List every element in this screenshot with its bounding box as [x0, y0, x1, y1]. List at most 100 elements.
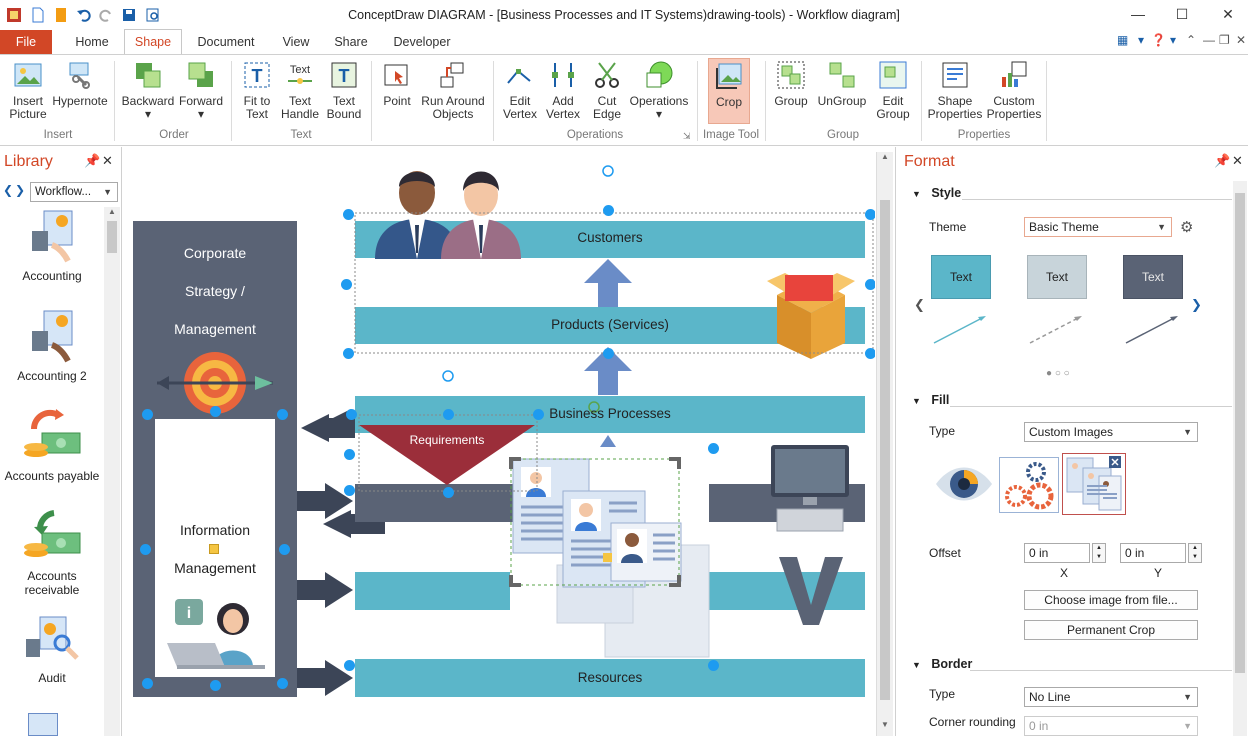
theme-page-dots[interactable]: ● ○ ○	[1046, 368, 1070, 379]
scroll-down-icon[interactable]: ▼	[881, 720, 889, 729]
library-item-accounts-payable[interactable]: Accounts payable	[0, 407, 104, 483]
offset-x-input[interactable]: 0 in	[1024, 543, 1090, 563]
print-preview-icon[interactable]	[145, 7, 161, 23]
library-item-partial[interactable]	[28, 713, 58, 736]
v-shape[interactable]	[779, 557, 843, 625]
library-item-accounts-receivable[interactable]: Accounts receivable	[0, 507, 104, 597]
new-document-icon[interactable]	[30, 7, 46, 23]
library-item-accounting-2[interactable]: Accounting 2	[0, 307, 104, 383]
rotate-handle-icon[interactable]	[602, 165, 614, 177]
selection-handle[interactable]	[210, 406, 221, 417]
offset-x-spinner[interactable]: ▲▼	[1092, 543, 1106, 563]
requirements-triangle[interactable]	[359, 425, 535, 485]
permanent-crop-button[interactable]: Permanent Crop	[1024, 620, 1198, 640]
band-left[interactable]	[355, 572, 510, 610]
library-dropdown[interactable]: Workflow...▼	[30, 182, 118, 202]
selection-handle[interactable]	[533, 409, 544, 420]
custom-properties-button[interactable]: Custom Properties	[986, 59, 1042, 121]
save-icon[interactable]	[121, 7, 137, 23]
add-vertex-button[interactable]: Add Vertex	[542, 59, 584, 121]
selection-handle[interactable]	[443, 487, 454, 498]
corner-rounding-dropdown[interactable]: 0 in▼	[1024, 716, 1198, 736]
fill-type-dropdown[interactable]: Custom Images▼	[1024, 422, 1198, 442]
chevron-left-icon[interactable]: ❮	[914, 297, 925, 312]
text-bound-button[interactable]: T Text Bound	[322, 59, 366, 121]
selection-handle[interactable]	[343, 348, 354, 359]
tab-document[interactable]: Document	[197, 35, 255, 49]
theme-sample-1[interactable]: Text	[931, 255, 991, 299]
resume-documents-image[interactable]	[509, 457, 710, 658]
selection-handle[interactable]	[344, 660, 355, 671]
tab-shape[interactable]: Shape	[124, 29, 182, 55]
library-item-audit[interactable]: Audit	[0, 615, 104, 685]
selection-handle[interactable]	[603, 205, 614, 216]
scroll-up-icon[interactable]: ▲	[881, 152, 889, 161]
fill-section-header[interactable]: ▼ Fill	[912, 393, 950, 407]
help-icon[interactable]: ❓	[1151, 33, 1166, 47]
selection-handle[interactable]	[341, 279, 352, 290]
tab-developer[interactable]: Developer	[393, 35, 451, 49]
library-scrollbar[interactable]: ▲	[104, 207, 120, 736]
theme-sample-3[interactable]: Text	[1123, 255, 1183, 299]
library-item-accounting[interactable]: Accounting	[0, 207, 104, 283]
dialog-launcher-icon[interactable]: ⇲	[683, 131, 691, 141]
selection-handle[interactable]	[865, 279, 875, 290]
selection-handle[interactable]	[210, 680, 221, 691]
rotate-handle-icon[interactable]	[442, 370, 454, 382]
selection-handle[interactable]	[708, 660, 719, 671]
insert-picture-button[interactable]: Insert Picture	[6, 59, 50, 121]
open-icon[interactable]	[53, 7, 69, 23]
edit-group-button[interactable]: Edit Group	[872, 59, 914, 121]
chevron-left-icon[interactable]: ❮	[3, 183, 14, 197]
theme-sample-2[interactable]: Text	[1027, 255, 1087, 299]
selection-handle[interactable]	[443, 409, 454, 420]
selection-handle[interactable]	[142, 678, 153, 689]
shape-properties-button[interactable]: Shape Properties	[926, 59, 984, 121]
choose-image-button[interactable]: Choose image from file...	[1024, 590, 1198, 610]
collapse-ribbon-icon[interactable]: ⌃	[1186, 33, 1197, 47]
crop-button[interactable]: Crop	[708, 58, 750, 124]
text-handle-button[interactable]: Text Text Handle	[278, 59, 322, 121]
minimize-button[interactable]: —	[1131, 6, 1145, 22]
mdi-close-icon[interactable]: ✕	[1236, 33, 1247, 47]
operations-button[interactable]: Operations▾	[628, 59, 690, 121]
tab-home[interactable]: Home	[75, 35, 109, 49]
resources-band[interactable]	[355, 659, 865, 697]
fit-to-text-button[interactable]: T Fit to Text	[236, 59, 278, 121]
selection-handle[interactable]	[346, 409, 357, 420]
hypernote-button[interactable]: Hypernote	[50, 59, 110, 108]
mdi-restore-icon[interactable]: ❐	[1219, 33, 1230, 47]
offset-y-spinner[interactable]: ▲▼	[1188, 543, 1202, 563]
ungroup-button[interactable]: UnGroup	[816, 59, 868, 108]
tab-file[interactable]: File	[0, 30, 52, 54]
tab-view[interactable]: View	[282, 35, 310, 49]
theme-connector-samples[interactable]	[926, 311, 1196, 347]
undo-icon[interactable]	[76, 7, 92, 23]
redo-icon[interactable]	[98, 7, 114, 23]
pin-icon[interactable]: 📌	[1214, 153, 1231, 168]
maximize-button[interactable]: ☐	[1175, 6, 1189, 22]
offset-y-input[interactable]: 0 in	[1120, 543, 1186, 563]
cut-edge-button[interactable]: Cut Edge	[586, 59, 628, 121]
edit-vertex-button[interactable]: Edit Vertex	[498, 59, 542, 121]
close-window-button[interactable]: ✕	[1222, 6, 1234, 22]
close-panel-icon[interactable]: ✕	[1232, 153, 1243, 168]
border-type-dropdown[interactable]: No Line▼	[1024, 687, 1198, 707]
canvas-scrollbar[interactable]: ▲ ▼	[876, 152, 893, 736]
resume-image-selected[interactable]	[1062, 453, 1126, 515]
selection-handle[interactable]	[344, 485, 355, 496]
selection-handle[interactable]	[708, 443, 719, 454]
group-button[interactable]: Group	[770, 59, 812, 108]
layout-dropdown-icon[interactable]: ▾	[1138, 33, 1145, 47]
gears-image[interactable]	[999, 457, 1059, 513]
help-dropdown-icon[interactable]: ▾	[1170, 33, 1177, 47]
selection-handle[interactable]	[277, 678, 288, 689]
run-around-objects-button[interactable]: Run Around Objects	[418, 59, 488, 121]
selection-handle[interactable]	[865, 348, 875, 359]
it-band-left[interactable]	[355, 484, 513, 522]
theme-dropdown[interactable]: Basic Theme▼	[1024, 217, 1172, 237]
selection-handle[interactable]	[343, 209, 354, 220]
tab-share[interactable]: Share	[334, 35, 368, 49]
selection-handle[interactable]	[865, 209, 875, 220]
text-handle-marker[interactable]	[209, 544, 219, 554]
